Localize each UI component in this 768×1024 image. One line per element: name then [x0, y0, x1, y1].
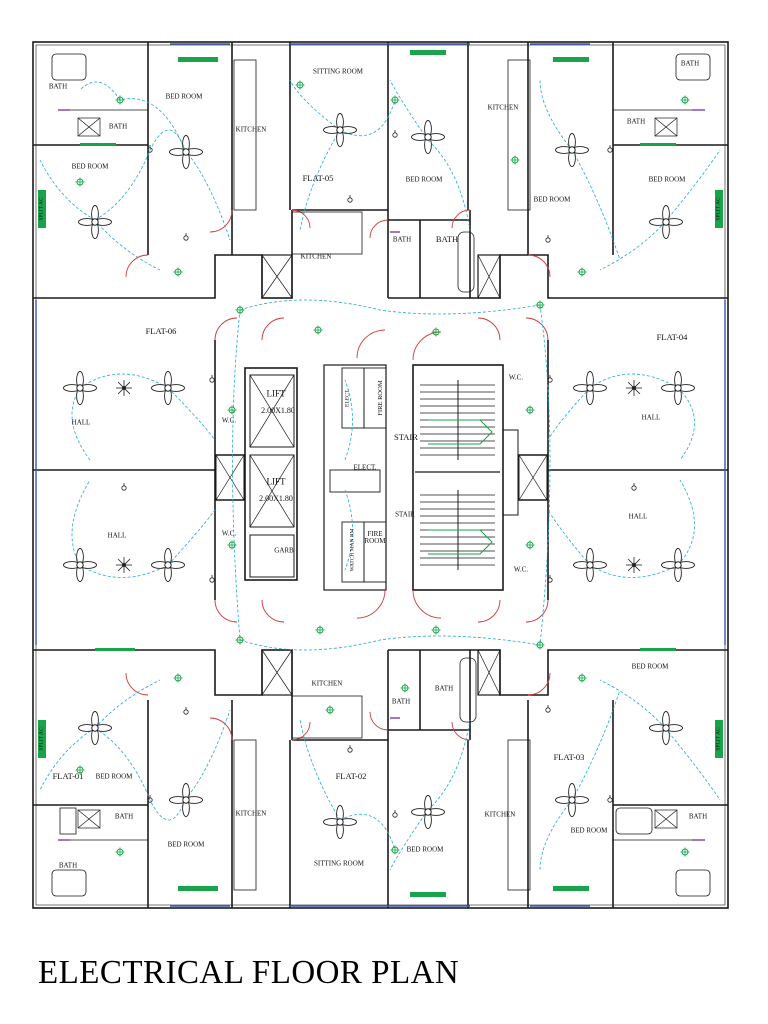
room-label-bed-room-top-left-2: BED ROOM	[165, 92, 203, 101]
room-label-kitchen-top-left: KITCHEN	[235, 125, 267, 134]
room-label-wc-lower-right: W.C.	[513, 565, 529, 574]
split-ac-label-left-bottom: SPLIT AC	[38, 727, 45, 751]
flat-label-03: FLAT-03	[553, 751, 585, 762]
room-label-bath-top-right: BATH	[680, 59, 700, 68]
fixtures	[51, 53, 711, 897]
stair-treads	[415, 380, 500, 570]
flat-label-04: FLAT-04	[656, 331, 688, 342]
split-ac-label-left-top: SPLIT AC	[38, 197, 45, 221]
room-label-lift-lower: LIFT	[266, 476, 286, 487]
doors	[125, 209, 551, 741]
flat-label-06: FLAT-06	[145, 325, 177, 336]
room-label-elect-center: ELECT.	[353, 463, 377, 472]
room-label-bath-bottom-mid-2: BATH	[434, 684, 454, 693]
switches	[121, 129, 637, 818]
room-label-bath-top-mid-2: BATH	[435, 233, 459, 244]
room-label-wc-upper-left: W.C.	[221, 416, 237, 425]
flat-label-01: FLAT-01	[52, 770, 84, 781]
room-label-lift-upper-size: 2.00X1.80	[261, 406, 295, 415]
lift-crosses	[77, 117, 678, 829]
room-label-bath-top-mid: BATH	[392, 235, 412, 244]
room-label-fire-room-upper: FIRE ROOM	[376, 380, 384, 416]
room-label-sitting-room-bottom: SITTING ROOM	[314, 859, 364, 868]
room-label-bed-room-bottom-right-top: BED ROOM	[631, 662, 669, 671]
room-label-bed-room-top-right: BED ROOM	[533, 195, 571, 204]
room-label-bath-bottom-right-inner: BATH	[688, 812, 708, 821]
room-label-kitchen-bottom-left: KITCHEN	[235, 809, 267, 818]
room-label-lift-upper: LIFT	[266, 388, 286, 399]
room-label-bath-top-left: BATH	[48, 82, 68, 91]
stair-arrows	[428, 419, 493, 555]
room-label-bath-top-left-inner: BATH	[108, 122, 128, 131]
room-label-bed-room-bottom-right: BED ROOM	[570, 826, 608, 835]
room-label-wc-lower-left: W.C.	[221, 529, 237, 538]
room-label-bed-room-top-mid: BED ROOM	[405, 175, 443, 184]
room-label-stair-lower: STAIR	[395, 510, 415, 519]
room-label-kitchen-bottom-mid: KITCHEN	[311, 679, 343, 688]
flat-label-02: FLAT-02	[335, 770, 367, 781]
room-label-hall-lower-left: HALL	[107, 531, 127, 540]
flat-label-05: FLAT-05	[302, 172, 334, 183]
room-label-kitchen-bottom-right: KITCHEN	[484, 810, 516, 819]
room-label-sitting-room-top: SITTING ROOM	[313, 67, 363, 76]
room-label-bath-bottom-mid: BATH	[391, 697, 411, 706]
room-label-elect-upper: ELECT.	[344, 388, 351, 408]
sills	[38, 50, 723, 897]
room-label-garb: GARB	[274, 546, 294, 555]
room-label-bed-room-bottom-left-2: BED ROOM	[167, 840, 205, 849]
room-label-lift-lower-size: 2.00X1.80	[259, 494, 293, 503]
room-label-stair-upper: STAIR	[394, 431, 418, 442]
room-label-bed-room-bottom-mid: BED ROOM	[406, 845, 444, 854]
room-label-bath-bottom-left-inner: BATH	[114, 812, 134, 821]
room-label-hall-upper-left: HALL	[71, 418, 91, 427]
page-title: ELECTRICAL FLOOR PLAN	[38, 954, 460, 991]
accents	[58, 109, 705, 841]
room-label-wc-upper-right: W.C.	[508, 373, 524, 382]
room-label-bed-room-top-right-2: BED ROOM	[648, 175, 686, 184]
room-label-bath-bottom-left: BATH	[58, 861, 78, 870]
windows	[35, 43, 726, 907]
room-label-hall-upper-right: HALL	[641, 413, 661, 422]
room-label-bath-top-right-inner: BATH	[626, 117, 646, 126]
building-walls	[32, 41, 729, 909]
room-label-kitchen-top-mid: KITCHEN	[300, 252, 332, 261]
split-ac-label-right-top: SPLIT AC	[715, 197, 722, 221]
room-label-watchman-room: WATCH MAN RM	[349, 528, 356, 572]
room-label-fire-room-lower: FIRE ROOM	[364, 530, 386, 545]
room-label-kitchen-top-right: KITCHEN	[487, 103, 519, 112]
room-label-bed-room-bottom-left: BED ROOM	[95, 772, 133, 781]
split-ac-label-right-bottom: SPLIT AC	[715, 727, 722, 751]
room-label-hall-lower-right: HALL	[628, 512, 648, 521]
room-label-bed-room-top-left: BED ROOM	[71, 162, 109, 171]
